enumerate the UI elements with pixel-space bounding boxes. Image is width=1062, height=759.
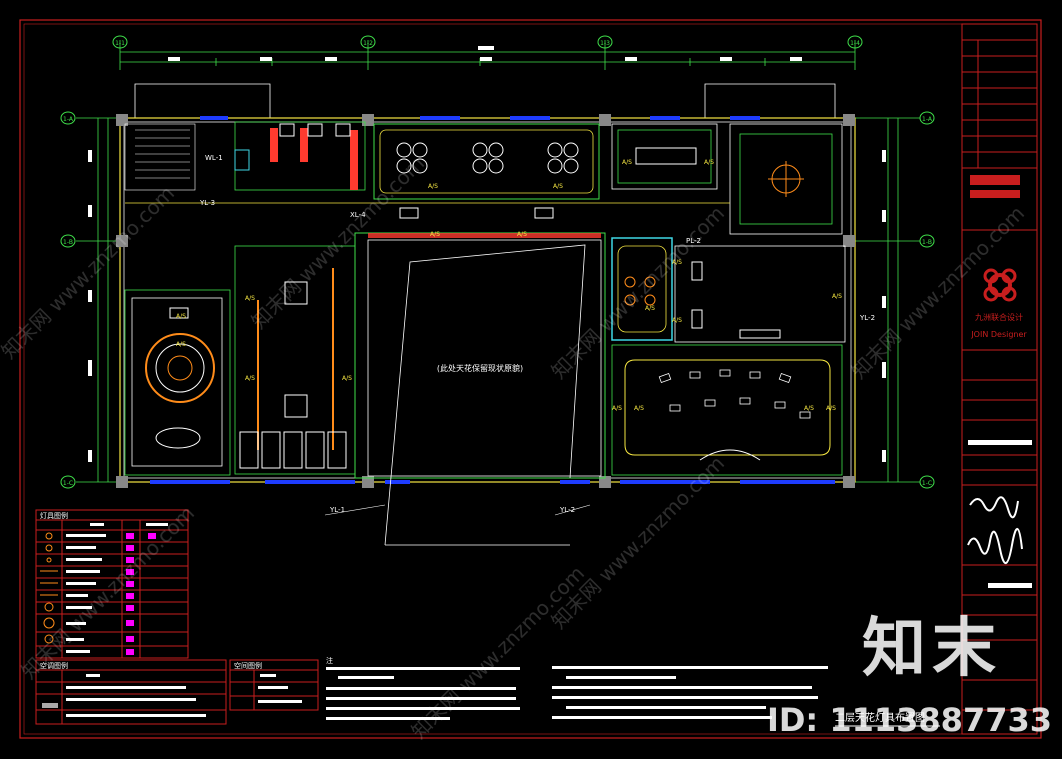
top-dimension-labels bbox=[168, 46, 802, 61]
center-note: (此处天花保留现状原貌) bbox=[437, 363, 523, 373]
svg-text:A/S: A/S bbox=[804, 405, 814, 412]
id-watermark: ID: 1113887733 bbox=[766, 701, 1052, 739]
signature-1 bbox=[969, 496, 1019, 519]
svg-text:A/S: A/S bbox=[553, 183, 563, 190]
lighting-legend-title: 灯具图例 bbox=[40, 511, 68, 520]
ac-legend-title: 空调图例 bbox=[40, 661, 68, 670]
side-dimension-labels bbox=[88, 150, 886, 462]
notes-block: 注 bbox=[326, 656, 828, 720]
top-dimension-chain bbox=[119, 40, 856, 70]
svg-text:知末网 www.znzmo.com: 知末网 www.znzmo.com bbox=[847, 201, 1029, 383]
svg-text:A/S: A/S bbox=[428, 183, 438, 190]
svg-text:A/S: A/S bbox=[672, 259, 682, 266]
room-tags: A/S A/S A/S A/S A/S A/S A/S A/S A/S A/S … bbox=[176, 159, 842, 412]
svg-text:1-C: 1-C bbox=[63, 480, 73, 487]
ceremony-room-left bbox=[124, 289, 231, 476]
grid-axis-left: 1-A 1-B 1-C bbox=[60, 111, 76, 489]
side-dimension-chains bbox=[76, 117, 920, 483]
svg-text:1-A: 1-A bbox=[922, 116, 933, 123]
stair-top-right bbox=[729, 123, 843, 235]
riser-label-yl2b: YL-2 bbox=[559, 506, 575, 514]
drawing-title: 二层天花灯具布置图 bbox=[835, 711, 925, 724]
lighting-legend: 灯具图例 bbox=[35, 509, 189, 659]
void-area-center bbox=[354, 232, 606, 546]
meeting-room-top-right bbox=[611, 123, 718, 190]
svg-text:A/S: A/S bbox=[176, 341, 186, 348]
space-legend: 空间图例 bbox=[229, 659, 319, 711]
riser-label-yl2a: YL-2 bbox=[859, 314, 875, 322]
svg-text:A/S: A/S bbox=[245, 375, 255, 382]
svg-text:A/S: A/S bbox=[342, 375, 352, 382]
svg-text:A/S: A/S bbox=[176, 313, 186, 320]
riser-label-pl2: PL-2 bbox=[686, 237, 701, 245]
svg-text:1-B: 1-B bbox=[63, 239, 73, 246]
riser-label-yl3: YL-3 bbox=[199, 199, 215, 207]
svg-text:A/S: A/S bbox=[612, 405, 622, 412]
axis-bubble-left-c: 1-C bbox=[60, 475, 76, 489]
svg-text:A/S: A/S bbox=[430, 231, 440, 238]
tea-room-right bbox=[611, 237, 673, 341]
drawing-frame bbox=[19, 19, 1042, 739]
axis-bubble-right-c: 1-C bbox=[919, 475, 935, 489]
brand-watermark: 知末 bbox=[862, 612, 1002, 686]
svg-text:A/S: A/S bbox=[622, 159, 632, 166]
logo-subtext: JOIN Designer bbox=[970, 330, 1027, 339]
svg-text:A/S: A/S bbox=[832, 293, 842, 300]
svg-text:A/S: A/S bbox=[645, 305, 655, 312]
svg-text:1-A: 1-A bbox=[63, 116, 74, 123]
svg-text:知末网 www.znzmo.com: 知末网 www.znzmo.com bbox=[17, 501, 199, 683]
logo-text: 九洲联合设计 bbox=[975, 312, 1023, 322]
logo-knot-icon bbox=[983, 268, 1017, 302]
svg-text:A/S: A/S bbox=[672, 317, 682, 324]
svg-text:1-B: 1-B bbox=[922, 239, 932, 246]
axis-bubble-1-1: 1-1 bbox=[112, 35, 128, 49]
riser-label-xl4: XL-4 bbox=[350, 211, 366, 219]
svg-text:A/S: A/S bbox=[245, 295, 255, 302]
svg-text:1-2: 1-2 bbox=[363, 40, 373, 47]
ac-legend: 空调图例 bbox=[35, 659, 227, 725]
svg-text:A/S: A/S bbox=[634, 405, 644, 412]
ceiling-panel-top-center bbox=[373, 123, 600, 200]
hall-left-middle bbox=[234, 245, 356, 475]
stair-top-left bbox=[124, 123, 196, 191]
axis-bubble-left-b: 1-B bbox=[60, 234, 76, 248]
restroom-block bbox=[234, 121, 366, 191]
banquet-room-right bbox=[611, 344, 843, 476]
grid-axis-top: 1-1 1-2 1-3 1-4 bbox=[112, 35, 863, 49]
svg-text:A/S: A/S bbox=[826, 405, 836, 412]
axis-bubble-right-a: 1-A bbox=[919, 111, 935, 125]
svg-text:A/S: A/S bbox=[704, 159, 714, 166]
svg-text:1-4: 1-4 bbox=[850, 40, 860, 47]
svg-text:1-3: 1-3 bbox=[600, 40, 610, 47]
axis-bubble-1-4: 1-4 bbox=[847, 35, 863, 49]
axis-bubble-right-b: 1-B bbox=[919, 234, 935, 248]
svg-text:A/S: A/S bbox=[517, 231, 527, 238]
space-legend-title: 空间图例 bbox=[234, 661, 262, 670]
svg-text:1-C: 1-C bbox=[922, 480, 932, 487]
axis-bubble-left-a: 1-A bbox=[60, 111, 76, 125]
svg-text:知末网 www.znzmo.com: 知末网 www.znzmo.com bbox=[247, 151, 429, 333]
svg-text:知末网 www.znzmo.com: 知末网 www.znzmo.com bbox=[547, 201, 729, 383]
riser-label-yl1: YL-1 bbox=[329, 506, 345, 514]
svg-text:1-1: 1-1 bbox=[115, 40, 125, 47]
title-block-bar bbox=[970, 175, 1020, 185]
axis-bubble-1-3: 1-3 bbox=[597, 35, 613, 49]
building-shell bbox=[116, 114, 856, 488]
signature-2 bbox=[967, 528, 1023, 564]
notes-heading: 注 bbox=[326, 656, 333, 665]
lounge-right-middle bbox=[674, 245, 846, 343]
axis-bubble-1-2: 1-2 bbox=[360, 35, 376, 49]
title-block: 九洲联合设计 JOIN Designer bbox=[961, 23, 1038, 735]
riser-label-wl1: WL-1 bbox=[205, 154, 223, 162]
